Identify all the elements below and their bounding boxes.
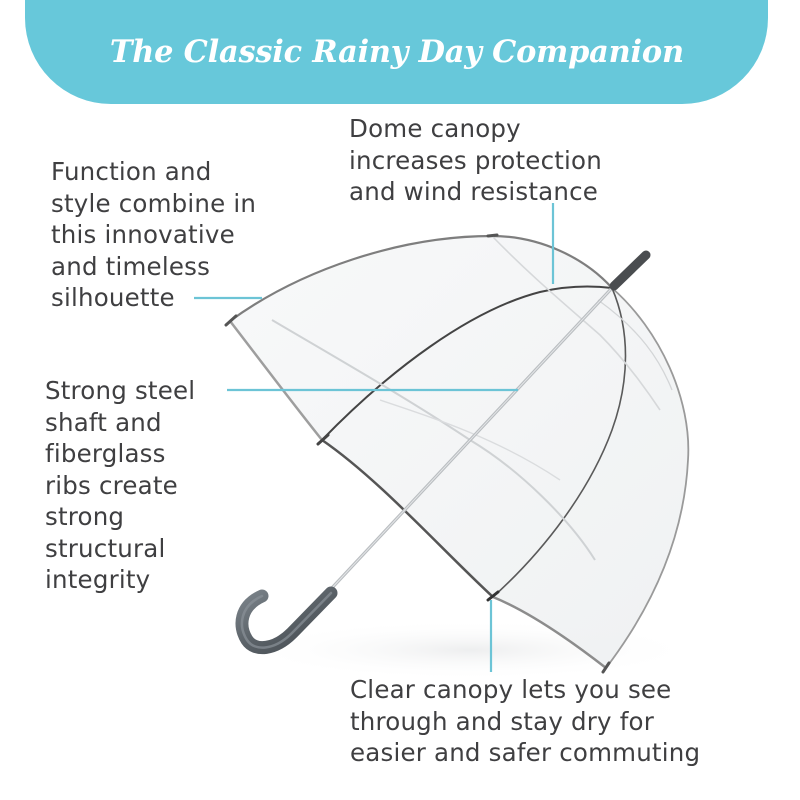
callout-line: Dome canopy	[349, 114, 521, 143]
callout-function-style: Function and style combine in this innov…	[51, 156, 256, 314]
callout-line: Strong steel	[45, 376, 196, 405]
header-banner: The Classic Rainy Day Companion	[25, 0, 768, 104]
callout-line: Clear canopy lets you see	[350, 675, 672, 704]
callout-dome-canopy: Dome canopy increases protection and win…	[349, 113, 602, 208]
callout-line: Function and	[51, 157, 212, 186]
callout-line: and timeless	[51, 251, 211, 281]
callout-line: ribs create	[45, 470, 178, 500]
leader-lines	[194, 203, 555, 672]
callout-line: shaft and	[45, 407, 162, 437]
callout-line: and wind resistance	[349, 177, 599, 206]
callout-line: integrity	[45, 565, 151, 594]
callout-line: strong	[45, 502, 125, 531]
callout-line: style combine in	[51, 188, 257, 218]
callout-line: this innovative	[51, 220, 235, 249]
callout-steel-shaft: Strong steel shaft and fiberglass ribs c…	[45, 375, 195, 596]
callout-line: through and stay dry for	[350, 706, 655, 736]
callout-clear-canopy: Clear canopy lets you see through and st…	[350, 674, 700, 769]
umbrella-handle	[235, 586, 338, 655]
callout-line: increases protection	[349, 145, 602, 175]
umbrella-tip	[609, 250, 651, 291]
page-title: The Classic Rainy Day Companion	[109, 34, 684, 70]
callout-line: easier and safer commuting	[350, 738, 701, 767]
callout-line: structural	[45, 533, 166, 563]
callout-line: silhouette	[51, 283, 175, 312]
callout-line: fiberglass	[45, 439, 166, 468]
